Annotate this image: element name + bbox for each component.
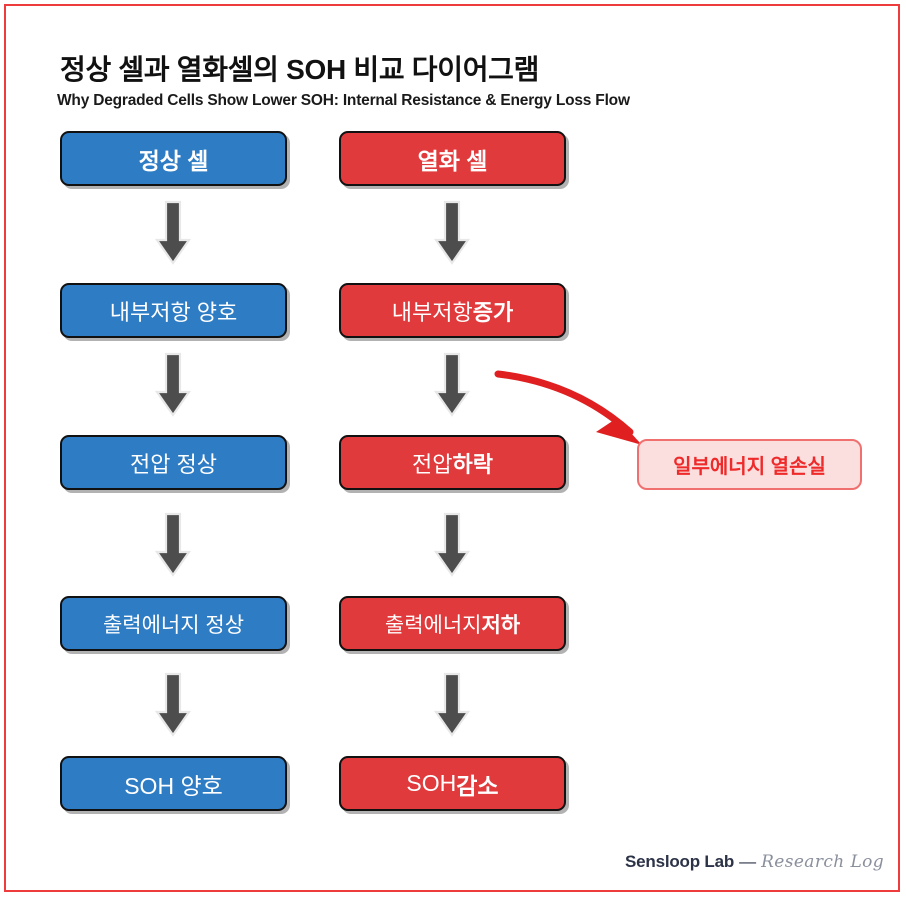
down-arrow-glyph [434, 352, 470, 417]
node-degraded-2[interactable]: 전압 하락 [339, 435, 566, 490]
node-label: 열화 셀 [417, 147, 488, 174]
down-arrow-icon [155, 672, 191, 738]
page-title: 정상 셀과 열화셀의 SOH 비교 다이어그램 [60, 54, 540, 85]
node-normal-2[interactable]: 전압 정상 [60, 435, 287, 490]
down-arrow-icon [155, 352, 191, 418]
down-arrow-icon [434, 200, 470, 266]
node-normal-4[interactable]: SOH 양호 [60, 756, 287, 811]
node-normal-1[interactable]: 내부저항 양호 [60, 283, 287, 338]
curved-arrow-glyph [494, 370, 642, 445]
down-arrow-icon [155, 512, 191, 578]
node-label: 출력에너지 정상 [102, 613, 245, 637]
heat-loss-callout[interactable]: 일부에너지 열손실 [637, 439, 862, 490]
node-normal-0[interactable]: 정상 셀 [60, 131, 287, 186]
down-arrow-icon [434, 672, 470, 738]
down-arrow-glyph [434, 672, 470, 737]
page-subtitle: Why Degraded Cells Show Lower SOH: Inter… [57, 92, 630, 109]
footer-signature: Sensloop Lab — Research Log [625, 852, 884, 872]
node-label: 정상 셀 [138, 147, 209, 174]
node-label-emphasis: 증가 [472, 299, 514, 325]
curved-arrow-icon [470, 350, 670, 460]
node-label: 내부저항 양호 [109, 299, 238, 325]
down-arrow-glyph [155, 352, 191, 417]
callout-label: 일부에너지 열손실 [673, 456, 826, 478]
footer-brand: Sensloop Lab [625, 852, 735, 871]
node-degraded-0[interactable]: 열화 셀 [339, 131, 566, 186]
node-label-emphasis: 하락 [452, 451, 493, 477]
down-arrow-glyph [434, 512, 470, 577]
down-arrow-icon [434, 512, 470, 578]
node-label: SOH [406, 770, 457, 796]
down-arrow-glyph [155, 200, 191, 265]
down-arrow-icon [155, 200, 191, 266]
node-label: 전압 [412, 451, 453, 477]
node-label-emphasis: 저하 [481, 613, 521, 637]
node-label: SOH 양호 [124, 772, 223, 799]
footer-tagline: Research Log [761, 852, 885, 872]
node-normal-3[interactable]: 출력에너지 정상 [60, 596, 287, 651]
down-arrow-glyph [155, 672, 191, 737]
node-degraded-3[interactable]: 출력에너지 저하 [339, 596, 566, 651]
node-label: 전압 정상 [129, 451, 218, 477]
node-label: 내부저항 [391, 299, 473, 325]
down-arrow-glyph [155, 512, 191, 577]
node-label-emphasis: 감소 [456, 772, 499, 799]
down-arrow-glyph [434, 200, 470, 265]
node-degraded-4[interactable]: SOH 감소 [339, 756, 566, 811]
node-label: 출력에너지 [384, 613, 482, 637]
footer-dash: — [739, 852, 757, 871]
down-arrow-icon [434, 352, 470, 418]
node-degraded-1[interactable]: 내부저항 증가 [339, 283, 566, 338]
